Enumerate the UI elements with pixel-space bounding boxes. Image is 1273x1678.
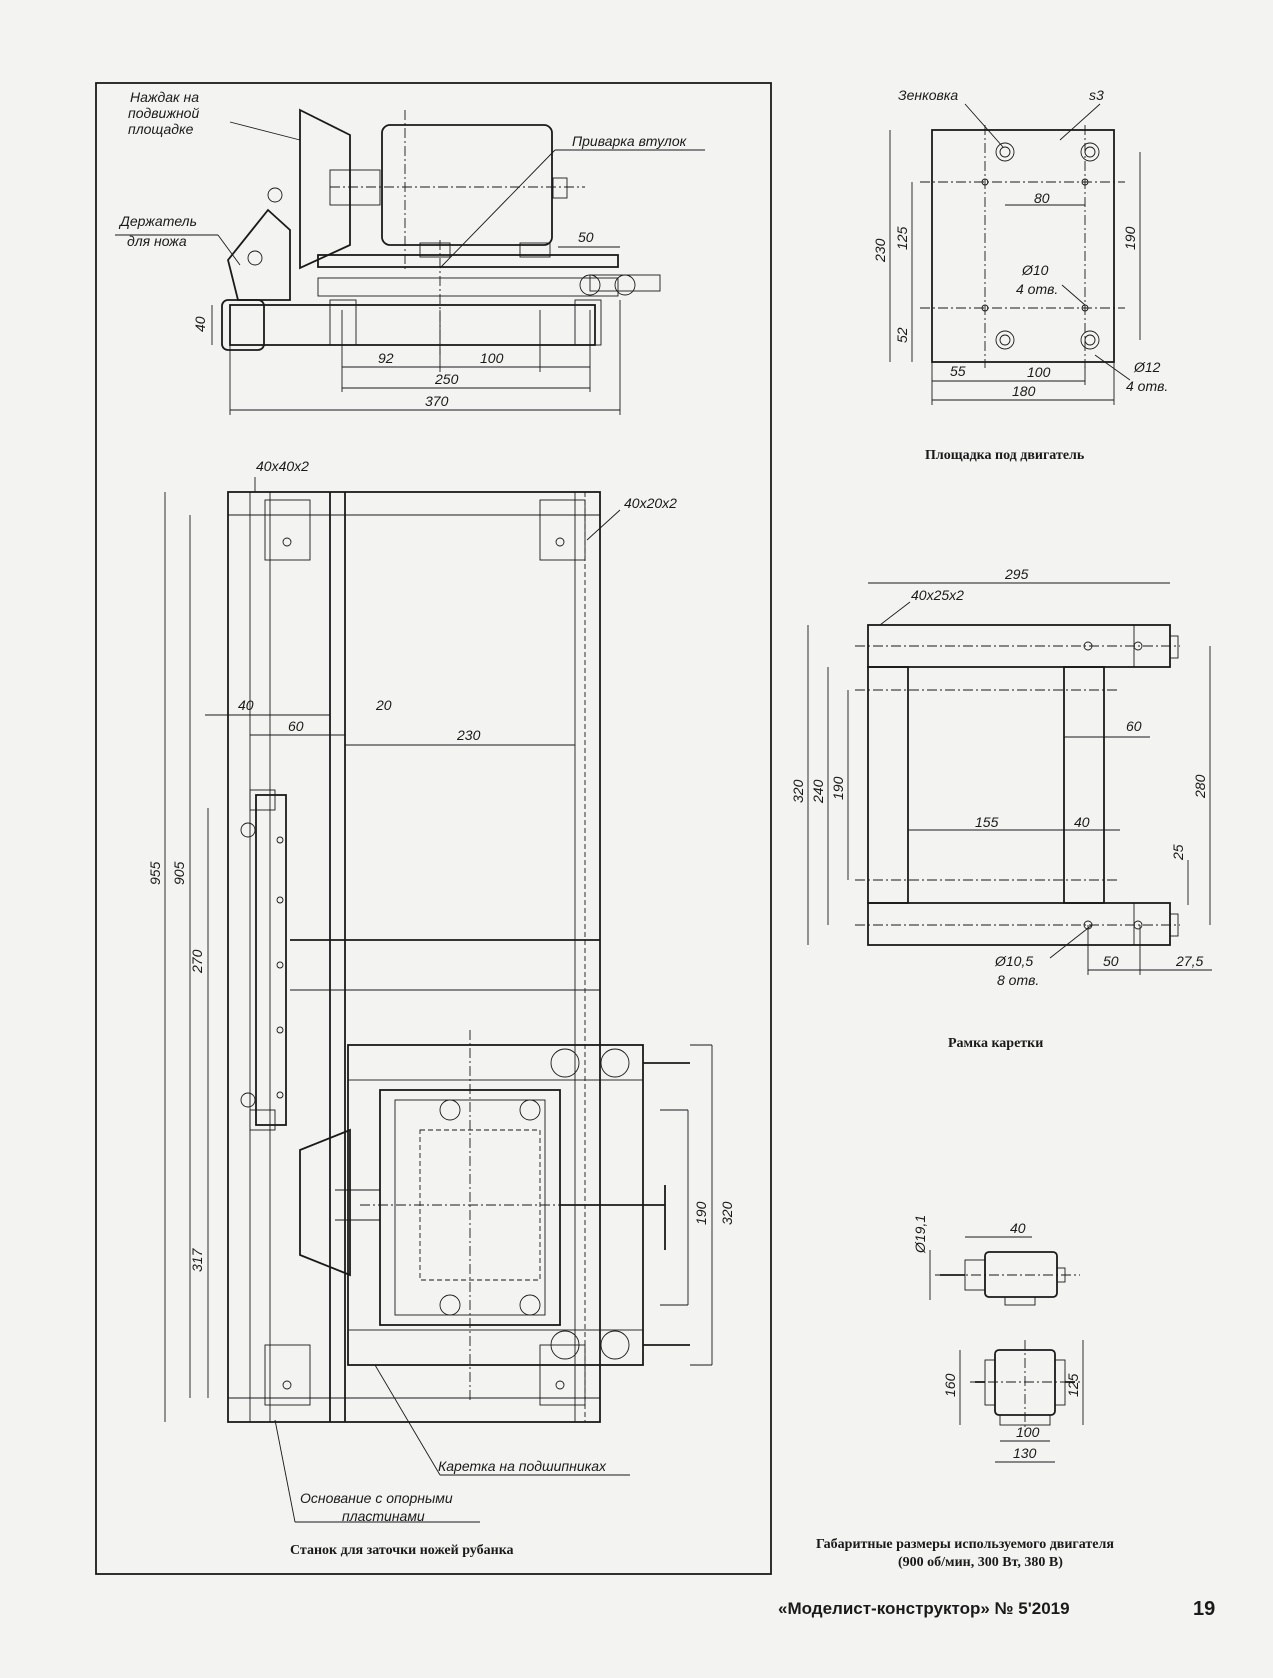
label-grinder-1: Наждак на [130,89,199,105]
dim-plate-100: 100 [1027,364,1051,380]
knife-holder [227,208,291,301]
dim-plate-d12-holes: 4 отв. [1126,378,1168,394]
dim-60: 60 [288,718,304,734]
label-grinder-3: площадке [128,121,194,137]
journal-title: «Моделист-конструктор» № 5'2019 [778,1599,1070,1618]
motor-dims-drawing [929,1236,1084,1463]
dim-370: 370 [425,393,449,409]
dim-motor-125: 125 [1065,1373,1081,1397]
dim-motor-130: 130 [1013,1445,1037,1461]
dim-50: 50 [578,229,594,245]
caption-main: Станок для заточки ножей рубанка [290,1543,514,1558]
carriage-frame-drawing [807,582,1212,975]
label-carriage: Каретка на подшипниках [438,1458,607,1474]
leader-base [274,1419,296,1523]
leader-carriage [374,1364,441,1476]
label-countersink: Зенковка [898,87,958,103]
leader-welding [439,149,556,269]
label-profile-40x40: 40х40х2 [256,458,309,474]
dim-motor-160: 160 [942,1373,958,1397]
dim-100: 100 [480,350,504,366]
dim-955: 955 [147,861,163,885]
dim-230: 230 [456,727,481,743]
dim-motor-100: 100 [1016,1424,1040,1440]
dim-frame-27-5: 27,5 [1175,953,1203,969]
dim-190: 190 [693,1201,709,1225]
side-view-dims [211,246,621,415]
dim-frame-320: 320 [790,779,806,803]
side-view [221,108,661,355]
label-s3: s3 [1089,87,1104,103]
dim-frame-40: 40 [1074,814,1090,830]
dim-plate-52: 52 [894,327,910,343]
dim-plate-80: 80 [1034,190,1050,206]
dim-plate-125: 125 [894,226,910,250]
dim-plate-d10-holes: 4 отв. [1016,281,1058,297]
dim-frame-280: 280 [1192,774,1208,799]
dim-frame-d10-5: Ø10,5 [994,953,1033,969]
base-frame [227,491,601,1423]
caption-motor-dims-1: Габаритные размеры используемого двигате… [816,1537,1114,1552]
dim-40-side: 40 [192,316,208,332]
caption-motor-plate: Площадка под двигатель [925,448,1085,463]
motor-side [381,124,553,246]
dim-20: 20 [375,697,392,713]
dim-frame-295: 295 [1004,566,1029,582]
caption-motor-dims-2: (900 об/мин, 300 Вт, 380 В) [898,1555,1063,1570]
dim-905: 905 [171,861,187,885]
top-view-dims [164,477,713,1422]
dim-frame-50: 50 [1103,953,1119,969]
label-frame-profile: 40х25х2 [911,587,964,603]
motor-plate-drawing [889,103,1141,405]
dim-plate-190: 190 [1122,226,1138,250]
dim-plate-180: 180 [1012,383,1036,399]
dim-40-top: 40 [238,697,254,713]
label-base-2: пластинами [342,1508,425,1524]
dim-92: 92 [378,350,394,366]
label-grinder-2: подвижной [128,105,199,121]
leader-grinder [229,121,301,141]
main-drawing-frame [95,82,772,1575]
label-welding: Приварка втулок [572,133,688,149]
dim-motor-d19: Ø19,1 [912,1215,928,1254]
label-profile-40x20: 40х20х2 [624,495,677,511]
label-holder-2: для ножа [127,233,187,249]
dim-plate-55: 55 [950,363,966,379]
dim-frame-190: 190 [830,776,846,800]
dim-motor-40: 40 [1010,1220,1026,1236]
dim-frame-155: 155 [975,814,999,830]
grinder-wheel [299,108,351,270]
label-base-1: Основание с опорными [300,1490,453,1506]
top-view [227,491,690,1423]
dim-plate-d10: Ø10 [1021,262,1049,278]
knife-holder-strip [255,794,287,1126]
dim-frame-holes: 8 отв. [997,972,1039,988]
dim-317: 317 [189,1247,205,1272]
dim-frame-240: 240 [810,779,826,804]
dim-250: 250 [434,371,459,387]
caption-carriage-frame: Рамка каретки [948,1036,1043,1051]
page-number: 19 [1193,1598,1215,1620]
dim-frame-25: 25 [1170,844,1186,861]
dim-270: 270 [189,949,205,974]
dim-320: 320 [719,1201,735,1225]
label-holder-1: Держатель [118,213,197,229]
dim-plate-d12: Ø12 [1133,359,1161,375]
dim-frame-60: 60 [1126,718,1142,734]
dim-plate-230: 230 [872,238,888,263]
